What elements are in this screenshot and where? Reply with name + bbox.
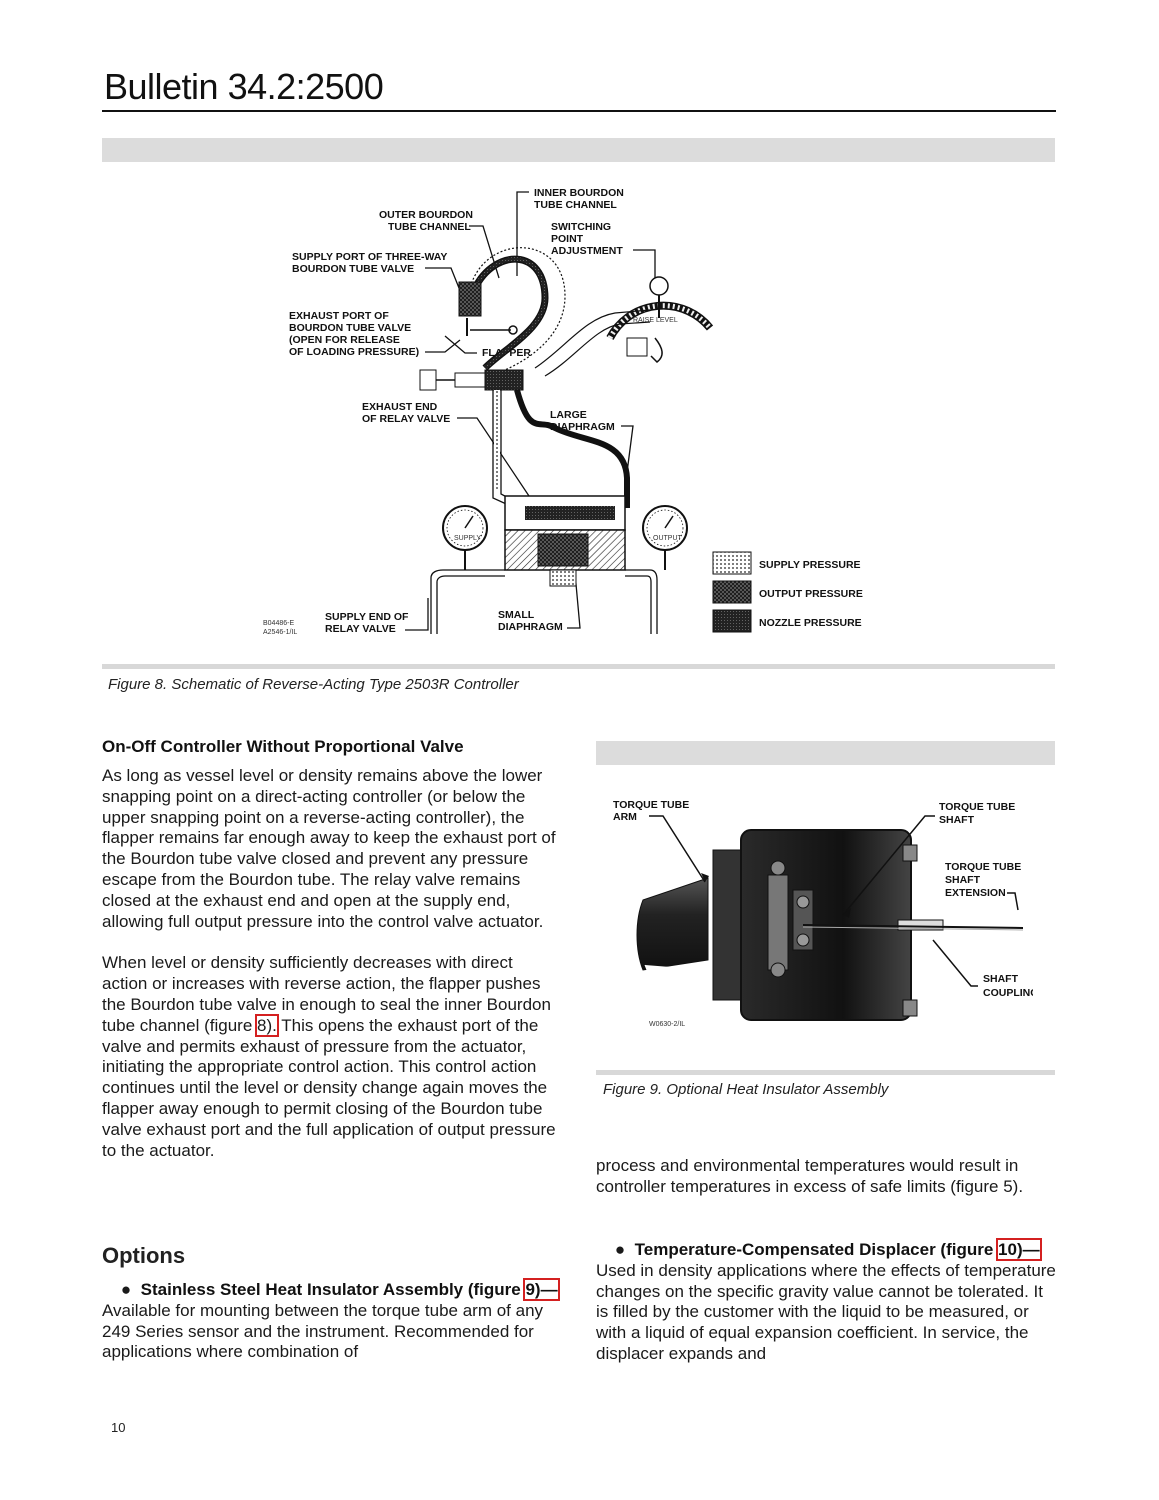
label-outer-bourdon-2: TUBE CHANNEL bbox=[388, 221, 471, 233]
svg-text:OUTPUT: OUTPUT bbox=[653, 535, 683, 542]
label-raise-level: RAISE LEVEL bbox=[633, 317, 678, 324]
svg-text:SUPPLY PRESSURE: SUPPLY PRESSURE bbox=[759, 559, 861, 571]
label-inner-bourdon-2: TUBE CHANNEL bbox=[534, 199, 617, 211]
figure8-bottom-bar bbox=[102, 664, 1055, 669]
page-number: 10 bbox=[111, 1420, 126, 1435]
label-exhaust-end-2: OF RELAY VALVE bbox=[362, 413, 450, 425]
options-continued-paragraph: process and environmental temperatures w… bbox=[596, 1156, 1024, 1196]
label-extension-3: EXTENSION bbox=[945, 887, 1006, 899]
label-outer-bourdon-1: OUTER BOURDON bbox=[379, 209, 473, 221]
figure8-code-2: A2546-1/IL bbox=[263, 629, 297, 636]
label-torque-tube-shaft-1: TORQUE TUBE bbox=[939, 801, 1015, 813]
figure9-code: W0630-2/IL bbox=[649, 1021, 685, 1028]
label-exhaust-port-2: BOURDON TUBE VALVE bbox=[289, 322, 411, 334]
figure8-schematic: OUTER BOURDON TUBE CHANNEL INNER BOURDON… bbox=[263, 187, 863, 636]
label-extension-1: TORQUE TUBE bbox=[945, 861, 1021, 873]
page-header-title: Bulletin 34.2:2500 bbox=[104, 66, 384, 107]
label-exhaust-port-1: EXHAUST PORT OF bbox=[289, 310, 389, 322]
figure8-reference-link[interactable]: 8). bbox=[255, 1013, 279, 1037]
label-supply-end-1: SUPPLY END OF bbox=[325, 611, 409, 623]
section1-paragraph-1: As long as vessel level or density remai… bbox=[102, 766, 556, 931]
legend-output-pressure: OUTPUT PRESSURE bbox=[712, 580, 863, 604]
label-exhaust-port-3: (OPEN FOR RELEASE bbox=[289, 334, 400, 346]
section-heading-on-off: On-Off Controller Without Proportional V… bbox=[102, 737, 464, 756]
section1-paragraph-2: When level or density sufficiently decre… bbox=[102, 953, 556, 1160]
svg-text:SUPPLY: SUPPLY bbox=[454, 535, 481, 542]
figure10-reference-link[interactable]: 10)— bbox=[996, 1238, 1042, 1261]
label-torque-tube-arm-1: TORQUE TUBE bbox=[613, 799, 689, 811]
figure8-top-bar bbox=[102, 138, 1055, 162]
label-supply-port-1: SUPPLY PORT OF THREE-WAY bbox=[292, 251, 447, 263]
svg-text:NOZZLE PRESSURE: NOZZLE PRESSURE bbox=[759, 617, 862, 629]
label-switching-2: POINT bbox=[551, 233, 584, 245]
label-supply-end-2: RELAY VALVE bbox=[325, 623, 396, 635]
label-torque-tube-shaft-2: SHAFT bbox=[939, 814, 975, 826]
label-switching-3: ADJUSTMENT bbox=[551, 245, 623, 257]
options-heading: Options bbox=[102, 1243, 186, 1268]
figure9-heat-insulator: TORQUE TUBE ARM TORQUE TUBE SHAFT TORQUE… bbox=[613, 799, 1033, 1028]
label-inner-bourdon-1: INNER BOURDON bbox=[534, 187, 624, 199]
figure9-reference-link[interactable]: 9)— bbox=[523, 1278, 560, 1301]
header-rule bbox=[102, 110, 1056, 112]
figure9-top-bar bbox=[596, 741, 1055, 765]
option-temperature-compensated-displacer: ● Temperature-Compensated Displacer (fig… bbox=[596, 1238, 1056, 1363]
label-small-diaphragm-1: SMALL bbox=[498, 609, 535, 621]
label-switching-1: SWITCHING bbox=[551, 221, 611, 233]
option-heat-insulator: ● Stainless Steel Heat Insulator Assembl… bbox=[102, 1278, 560, 1362]
label-small-diaphragm-2: DIAPHRAGM bbox=[498, 621, 563, 633]
label-shaft-coupling-1: SHAFT bbox=[983, 973, 1019, 985]
legend-nozzle-pressure: NOZZLE PRESSURE bbox=[712, 609, 862, 633]
figure8-code-1: B04486-E bbox=[263, 620, 294, 627]
left-column: On-Off Controller Without Proportional V… bbox=[102, 737, 562, 1161]
bullet-icon: ● bbox=[614, 1240, 626, 1259]
label-exhaust-port-4: OF LOADING PRESSURE) bbox=[289, 346, 419, 358]
bullet-icon: ● bbox=[120, 1280, 132, 1299]
svg-text:OUTPUT PRESSURE: OUTPUT PRESSURE bbox=[759, 588, 863, 600]
label-large-diaphragm-1: LARGE bbox=[550, 409, 587, 421]
figure9-bottom-bar bbox=[596, 1070, 1055, 1075]
supply-gauge-icon: SUPPLY bbox=[442, 505, 488, 570]
label-supply-port-2: BOURDON TUBE VALVE bbox=[292, 263, 414, 275]
label-shaft-coupling-2: COUPLING bbox=[983, 987, 1033, 999]
output-gauge-icon: OUTPUT bbox=[642, 505, 688, 570]
figure8-caption: Figure 8. Schematic of Reverse-Acting Ty… bbox=[108, 676, 519, 693]
label-extension-2: SHAFT bbox=[945, 874, 981, 886]
figure9-caption: Figure 9. Optional Heat Insulator Assemb… bbox=[603, 1081, 889, 1098]
label-torque-tube-arm-2: ARM bbox=[613, 811, 637, 823]
label-exhaust-end-1: EXHAUST END bbox=[362, 401, 438, 413]
legend-supply-pressure: SUPPLY PRESSURE bbox=[712, 551, 861, 575]
